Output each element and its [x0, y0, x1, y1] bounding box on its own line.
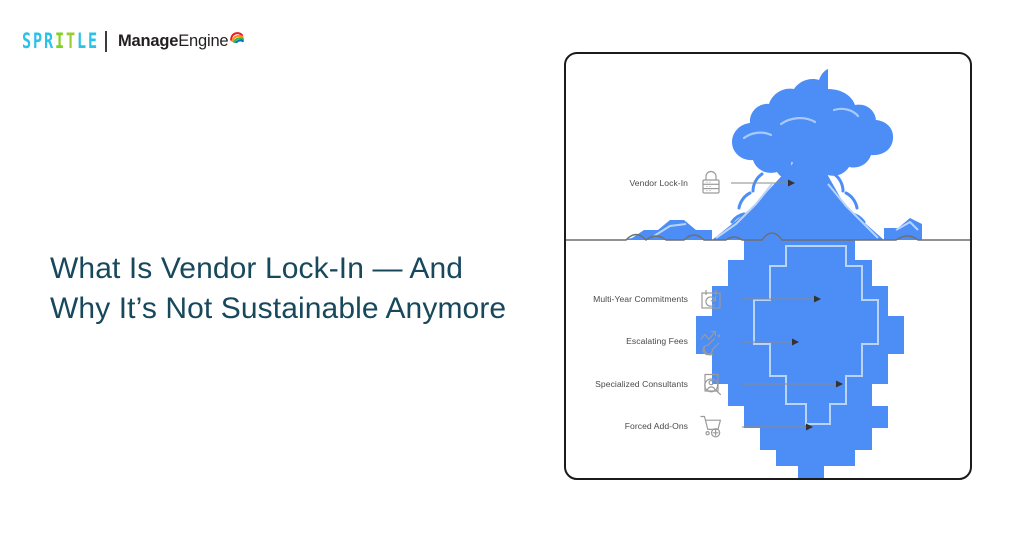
cloud-highlight-2 — [742, 131, 773, 140]
spritle-letter: I — [55, 29, 65, 53]
arrowhead-vendor-lock-in — [788, 179, 795, 187]
spritle-letter: R — [44, 29, 54, 53]
spritle-letter: P — [33, 29, 43, 53]
spritle-letter: T — [66, 29, 76, 53]
manageengine-swoosh-icon — [229, 27, 245, 48]
brand-lockup: S P R I T L E Manage Engine — [22, 29, 245, 53]
brand-divider — [105, 30, 107, 52]
volcano-facet-2 — [827, 183, 879, 239]
volcano-group — [622, 69, 922, 241]
arrowhead-consultants — [836, 380, 843, 388]
diagram-card: Vendor Lock-In — [564, 52, 972, 480]
spritle-letter: E — [88, 29, 98, 53]
spark-left-3 — [730, 212, 746, 224]
volcano-facet-4 — [895, 220, 919, 231]
eruption-cloud — [732, 69, 894, 180]
manageengine-manage-text: Manage — [118, 31, 179, 50]
arrowhead-multi-year — [814, 295, 821, 303]
volcano-facet-3 — [653, 223, 687, 237]
diagram-canvas: Vendor Lock-In — [566, 54, 970, 478]
spark-right-1 — [832, 172, 845, 193]
submerged-mass-group — [696, 240, 904, 478]
cloud-highlight-3 — [832, 107, 860, 118]
arrowhead-add-ons — [806, 423, 813, 431]
manageengine-logo: Manage Engine — [118, 27, 245, 55]
submerged-mass-inner-facet — [753, 245, 879, 425]
volcano-peak — [712, 158, 884, 240]
spritle-logo: S P R I T L E — [22, 30, 99, 52]
manageengine-engine-text: Engine — [178, 31, 229, 50]
page-title: What Is Vendor Lock-In — And Why It’s No… — [50, 249, 530, 329]
spritle-letter: S — [22, 29, 32, 53]
waterline — [566, 232, 970, 241]
volcano-facet-1 — [715, 183, 773, 239]
page-title-line-1: What Is Vendor Lock-In — And — [50, 252, 464, 285]
spark-left-2 — [737, 191, 752, 210]
submerged-mass — [696, 240, 904, 478]
volcano-iceberg-illustration — [566, 69, 970, 478]
leader-arrowheads-group — [788, 179, 843, 431]
spark-left-1 — [751, 172, 764, 193]
page-title-line-2: Why It’s Not Sustainable Anymore — [50, 292, 507, 325]
cloud-highlight-1 — [779, 117, 817, 126]
arrowhead-escalating-fees — [792, 338, 799, 346]
spark-right-2 — [844, 191, 859, 210]
spritle-letter: L — [77, 29, 87, 53]
volcano-foothill-left — [622, 220, 712, 240]
leader-lines-group — [731, 182, 836, 428]
